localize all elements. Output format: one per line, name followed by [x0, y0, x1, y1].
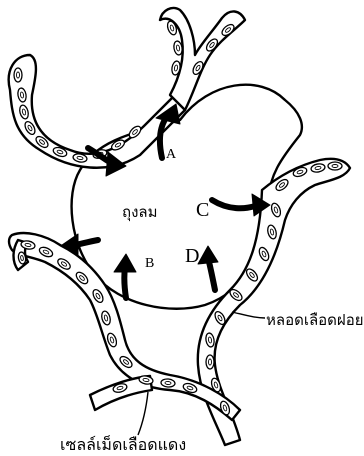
red-blood-cell-label: เซลล์เม็ดเลือดแดง — [60, 434, 186, 454]
label-d: D — [185, 245, 199, 267]
capillary-leader-line — [232, 312, 265, 318]
label-b: B — [145, 256, 154, 271]
label-a: A — [166, 147, 177, 162]
capillary-label: หลอดเลือดฝอย — [266, 311, 364, 329]
label-c: C — [196, 199, 209, 221]
alveolus-label: ถุงลม — [122, 203, 158, 222]
red-blood-cell-leader-line — [138, 392, 148, 435]
